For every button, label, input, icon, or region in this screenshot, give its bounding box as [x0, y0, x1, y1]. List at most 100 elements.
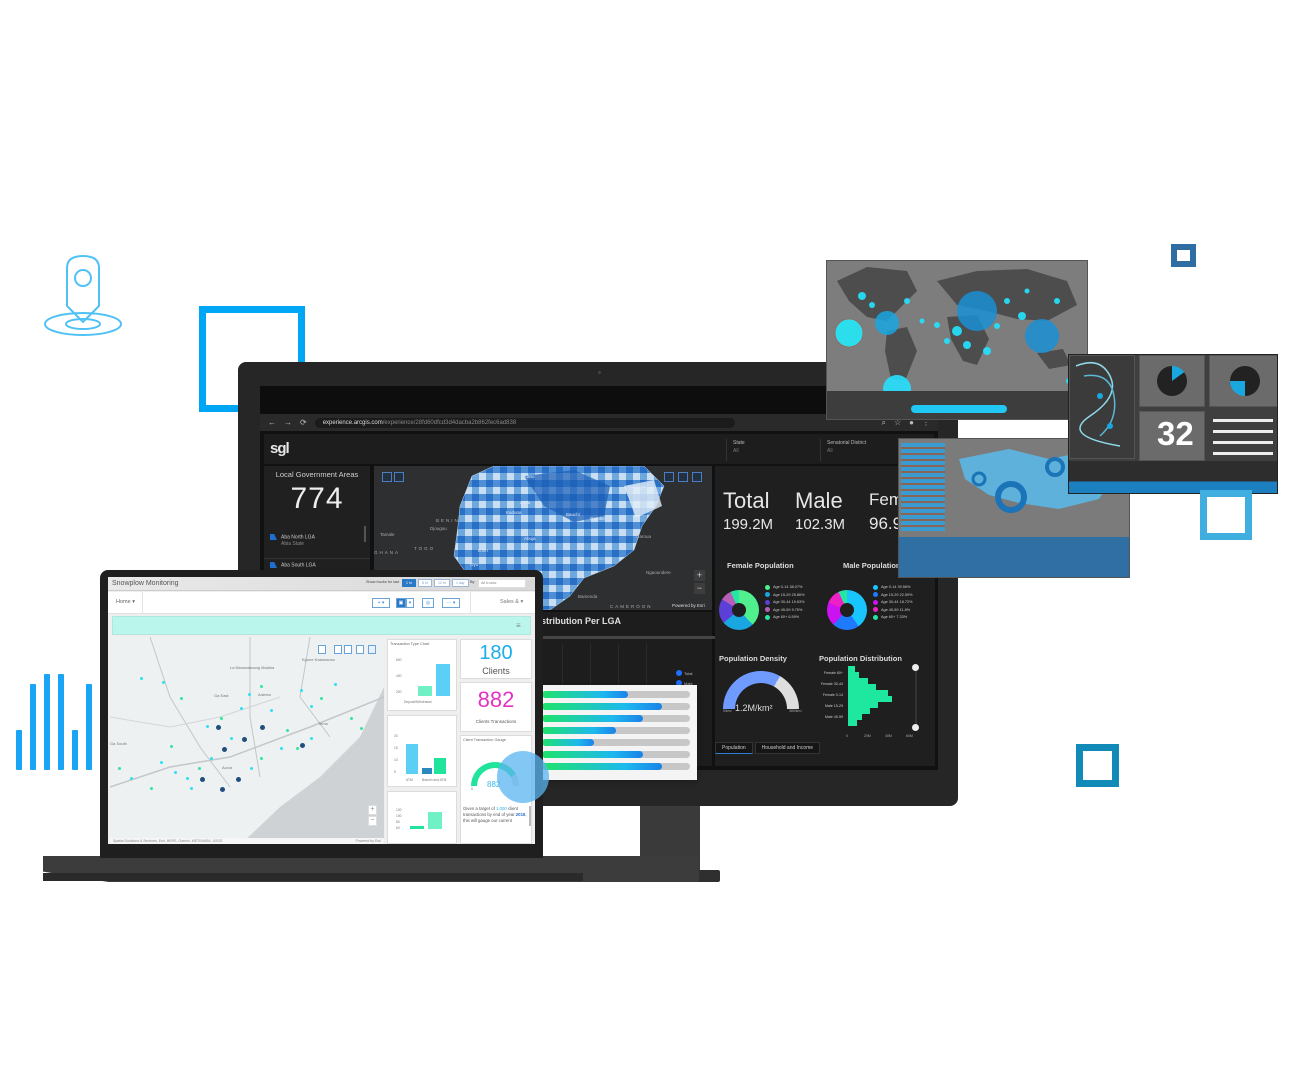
- browser-menu-icon[interactable]: ⋮: [922, 418, 930, 427]
- zoom-in-button[interactable]: +: [368, 805, 377, 815]
- map-point[interactable]: [360, 727, 363, 730]
- map-point[interactable]: [162, 681, 165, 684]
- map-point[interactable]: [198, 767, 201, 770]
- map-point[interactable]: [350, 717, 353, 720]
- tab-household-income[interactable]: Household and Income: [754, 742, 821, 754]
- zoom-out-button[interactable]: −: [694, 583, 705, 594]
- map-point[interactable]: [140, 677, 143, 680]
- tab-population[interactable]: Population: [715, 742, 753, 754]
- atm-bar[interactable]: [406, 744, 418, 774]
- map-layers-button[interactable]: [356, 645, 364, 654]
- snowplow-map[interactable]: La Nkwantanang Madina Ga East Adenta Kpo…: [110, 637, 384, 844]
- map-point[interactable]: [220, 717, 223, 720]
- map-point[interactable]: [216, 725, 221, 730]
- forward-icon[interactable]: →: [284, 418, 292, 427]
- bar[interactable]: [410, 826, 424, 829]
- map-point[interactable]: [190, 787, 193, 790]
- branch-bar[interactable]: [422, 768, 432, 774]
- map-point[interactable]: [300, 689, 303, 692]
- basemap-dropdown[interactable]: [394, 472, 404, 482]
- withdrawal-bar[interactable]: [436, 664, 450, 696]
- scrollbar[interactable]: [364, 526, 366, 542]
- map-search-button[interactable]: [664, 472, 674, 482]
- profile-icon[interactable]: ●: [909, 418, 914, 427]
- scrollbar[interactable]: [529, 806, 531, 826]
- hamburger-menu-icon[interactable]: ≡: [516, 621, 521, 630]
- search-icon[interactable]: ⌕: [881, 417, 886, 427]
- map-layers-button[interactable]: [692, 472, 702, 482]
- kpi-value: 32: [1157, 415, 1194, 452]
- map-point[interactable]: [186, 777, 189, 780]
- back-icon[interactable]: ←: [268, 418, 276, 427]
- branch-atm-bar[interactable]: [434, 758, 446, 774]
- map-point[interactable]: [248, 693, 251, 696]
- save-button[interactable]: ▣: [396, 598, 406, 608]
- time-option-6hr[interactable]: 6 hr: [418, 579, 433, 587]
- address-bar[interactable]: experience.arcgis.com/experience/28fd60d…: [314, 417, 735, 428]
- home-dropdown[interactable]: Home ▾: [116, 599, 135, 605]
- map-point[interactable]: [236, 777, 241, 782]
- map-home-button[interactable]: [334, 645, 342, 654]
- map-point[interactable]: [118, 767, 121, 770]
- map-point[interactable]: [220, 787, 225, 792]
- basemap-button[interactable]: [382, 472, 392, 482]
- map-point[interactable]: [206, 725, 209, 728]
- map-point[interactable]: [260, 685, 263, 688]
- map-point[interactable]: [170, 745, 173, 748]
- map-point[interactable]: [210, 757, 213, 760]
- male-population-donut[interactable]: [827, 590, 867, 630]
- map-point[interactable]: [222, 747, 227, 752]
- time-option-12hr[interactable]: 12 hr: [434, 579, 450, 587]
- truck-select[interactable]: All trucks: [478, 579, 526, 588]
- lga-list-item[interactable]: Aba South LGA: [270, 562, 316, 569]
- map-point[interactable]: [260, 757, 263, 760]
- map-basemap-button[interactable]: [368, 645, 376, 654]
- map-point[interactable]: [150, 787, 153, 790]
- female-population-donut[interactable]: [719, 590, 759, 630]
- bar[interactable]: [428, 812, 442, 829]
- map-point[interactable]: [130, 777, 133, 780]
- slider-handle[interactable]: [912, 664, 919, 671]
- time-option-1hr[interactable]: 1 hr: [402, 579, 417, 587]
- more-options-button[interactable]: ··· ▾: [442, 598, 460, 608]
- map-point[interactable]: [242, 737, 247, 742]
- slider-handle[interactable]: [912, 724, 919, 731]
- pyramid-slider-track[interactable]: [915, 666, 917, 728]
- map-point[interactable]: [334, 683, 337, 686]
- settings-button[interactable]: ◎: [422, 598, 434, 608]
- map-point[interactable]: [296, 747, 299, 750]
- map-search-button[interactable]: [318, 645, 326, 654]
- save-dropdown-button[interactable]: ▾: [406, 598, 414, 608]
- time-option-1day[interactable]: 1 day: [452, 579, 469, 587]
- add-dropdown-button[interactable]: + ▾: [372, 598, 390, 608]
- map-point[interactable]: [270, 709, 273, 712]
- map-point[interactable]: [180, 697, 183, 700]
- map-legend-button[interactable]: [344, 645, 352, 654]
- state-filter[interactable]: State All: [726, 439, 745, 461]
- map-home-button[interactable]: [678, 472, 688, 482]
- map-point[interactable]: [230, 737, 233, 740]
- map-point[interactable]: [310, 705, 313, 708]
- channel-chart: 20 15 10 5 ATM Branch and ATM: [387, 715, 457, 787]
- pyramid-bar: [848, 684, 876, 690]
- reload-icon[interactable]: ⟳: [300, 418, 307, 427]
- map-point[interactable]: [250, 767, 253, 770]
- distribution-slider[interactable]: [534, 636, 774, 639]
- map-point[interactable]: [200, 777, 205, 782]
- senatorial-district-filter[interactable]: Senatorial District All: [820, 439, 866, 461]
- map-point[interactable]: [310, 737, 313, 740]
- map-point[interactable]: [320, 697, 323, 700]
- map-point[interactable]: [160, 761, 163, 764]
- sales-dropdown[interactable]: Sales & ▾: [500, 599, 524, 605]
- zoom-out-button[interactable]: −: [368, 816, 377, 826]
- deposit-bar[interactable]: [418, 686, 432, 696]
- lga-list-item[interactable]: Aba North LGA Abia State: [270, 534, 315, 548]
- star-icon[interactable]: ☆: [893, 418, 902, 427]
- map-point[interactable]: [280, 747, 283, 750]
- map-point[interactable]: [260, 725, 265, 730]
- map-point[interactable]: [286, 729, 289, 732]
- map-point[interactable]: [240, 707, 243, 710]
- map-point[interactable]: [174, 771, 177, 774]
- map-point[interactable]: [300, 743, 305, 748]
- zoom-in-button[interactable]: +: [694, 570, 705, 581]
